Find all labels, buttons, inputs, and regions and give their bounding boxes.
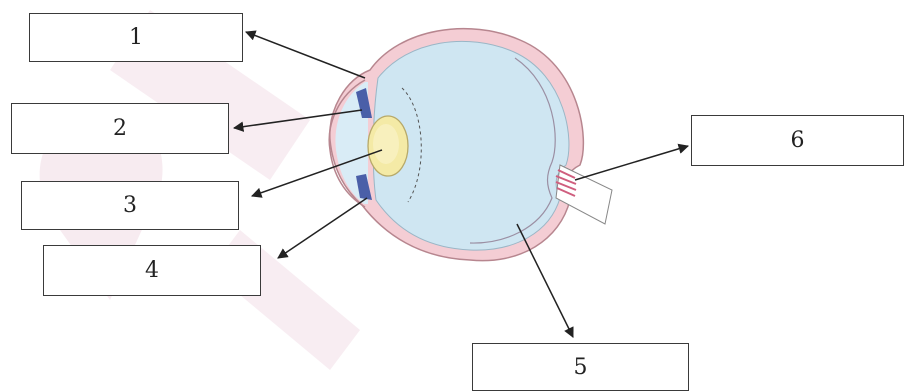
lens-core bbox=[373, 124, 399, 164]
pointer-line-1 bbox=[246, 32, 365, 78]
pointer-line-5 bbox=[517, 224, 573, 337]
pointer-line-4 bbox=[278, 198, 367, 258]
label-number-2: 2 bbox=[113, 116, 127, 141]
label-number-4: 4 bbox=[145, 258, 159, 283]
label-box-6[interactable]: 6 bbox=[691, 115, 904, 166]
label-number-5: 5 bbox=[574, 355, 588, 380]
label-number-6: 6 bbox=[791, 128, 805, 153]
label-box-2[interactable]: 2 bbox=[11, 103, 229, 154]
label-box-1[interactable]: 1 bbox=[29, 13, 243, 62]
label-box-5[interactable]: 5 bbox=[472, 343, 689, 391]
pointer-line-6 bbox=[575, 146, 688, 180]
label-box-4[interactable]: 4 bbox=[43, 245, 261, 296]
label-number-3: 3 bbox=[123, 193, 137, 218]
label-box-3[interactable]: 3 bbox=[21, 181, 239, 230]
label-number-1: 1 bbox=[129, 25, 143, 50]
